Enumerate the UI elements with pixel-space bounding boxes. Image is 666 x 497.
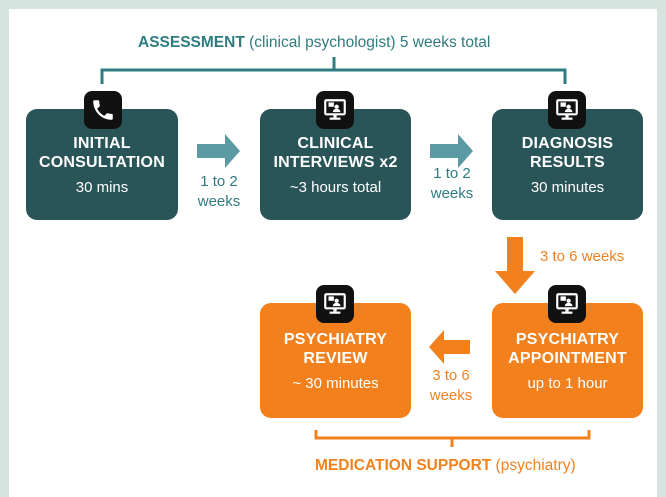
arrow-down xyxy=(495,237,535,294)
medication-bracket xyxy=(314,430,591,447)
arrow-left xyxy=(429,330,470,364)
arrow-right-1 xyxy=(197,134,240,168)
phone-icon xyxy=(84,91,122,129)
connectors xyxy=(100,57,591,447)
assessment-header: ASSESSMENT (clinical psychologist) 5 wee… xyxy=(138,34,491,51)
step-duration: 30 mins xyxy=(75,178,129,196)
step-duration: up to 1 hour xyxy=(527,374,608,392)
flow-diagram: ASSESSMENT (clinical psychologist) 5 wee… xyxy=(9,9,657,497)
medication-header: MEDICATION SUPPORT (psychiatry) xyxy=(315,457,576,474)
video-call-icon xyxy=(316,285,354,323)
assessment-bracket xyxy=(100,57,567,84)
step-duration: 30 minutes xyxy=(530,178,605,196)
transition-label-3: 3 to 6 weeks xyxy=(540,248,625,265)
video-call-icon xyxy=(548,285,586,323)
step-duration: ~3 hours total xyxy=(289,178,382,196)
video-call-icon xyxy=(316,91,354,129)
step-duration: ~ 30 minutes xyxy=(292,374,379,392)
arrow-right-2 xyxy=(430,134,473,168)
video-call-icon xyxy=(548,91,586,129)
